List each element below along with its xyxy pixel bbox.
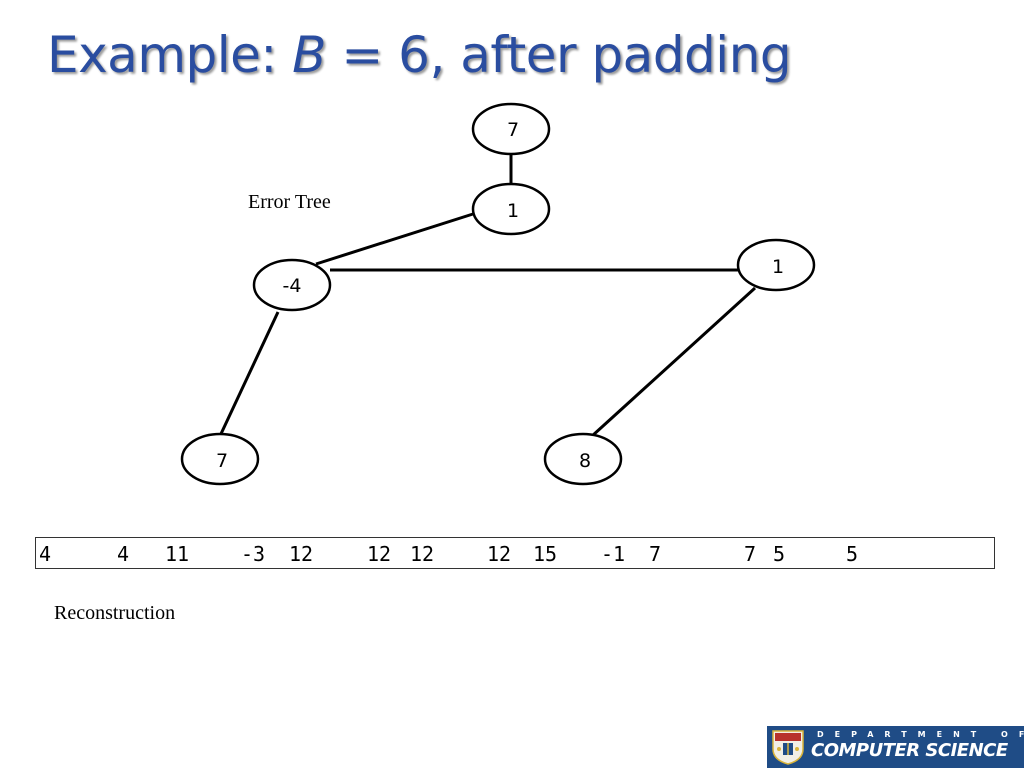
recon-cell: 12	[487, 542, 512, 566]
tree-node-level2-left: -4	[252, 258, 332, 312]
recon-cell: 12	[367, 542, 392, 566]
recon-cell: 7	[649, 542, 662, 566]
title-prefix: Example:	[47, 26, 293, 84]
node-value: 8	[579, 450, 591, 472]
tree-node-level2-right: 1	[736, 238, 816, 292]
recon-cell: 5	[773, 542, 786, 566]
recon-cell: 7	[744, 542, 757, 566]
node-value: -4	[283, 275, 302, 297]
recon-cell: 4	[39, 542, 52, 566]
edge-left-leaf	[218, 311, 280, 437]
department-logo: DEPARTMENT OF COMPUTER SCIENCE	[767, 726, 1024, 768]
tree-node-root: 7	[471, 102, 551, 156]
error-tree-caption: Error Tree	[248, 191, 331, 213]
reconstruction-array: 4 4 11 -3 12 12 12 12 15 -1 7 7 5 5	[35, 537, 995, 569]
logo-cs-text: COMPUTER SCIENCE	[811, 740, 1008, 761]
tree-node-level1: 1	[471, 182, 551, 236]
title-suffix: = 6, after padding	[325, 26, 792, 84]
recon-cell: 12	[410, 542, 435, 566]
recon-cell: 4	[117, 542, 130, 566]
logo-department-text: DEPARTMENT OF	[817, 730, 1024, 739]
recon-cell: -3	[241, 542, 266, 566]
title-variable: B	[292, 26, 326, 84]
tree-node-leaf-left: 7	[180, 432, 260, 486]
recon-cell: 15	[533, 542, 558, 566]
node-value: 7	[507, 119, 519, 141]
node-value: 1	[507, 200, 519, 222]
edge-level1-left	[315, 212, 474, 266]
recon-cell: -1	[601, 542, 626, 566]
recon-cell: 5	[846, 542, 859, 566]
slide-title: Example: B = 6, after padding	[47, 26, 792, 84]
university-crest-icon	[772, 730, 804, 765]
tree-node-leaf-right: 8	[543, 432, 623, 486]
recon-cell: 12	[289, 542, 314, 566]
recon-cell: 11	[165, 542, 190, 566]
edge-right-leaf	[590, 286, 757, 438]
reconstruction-caption: Reconstruction	[54, 602, 176, 624]
node-value: 1	[772, 256, 784, 278]
node-value: 7	[216, 450, 228, 472]
